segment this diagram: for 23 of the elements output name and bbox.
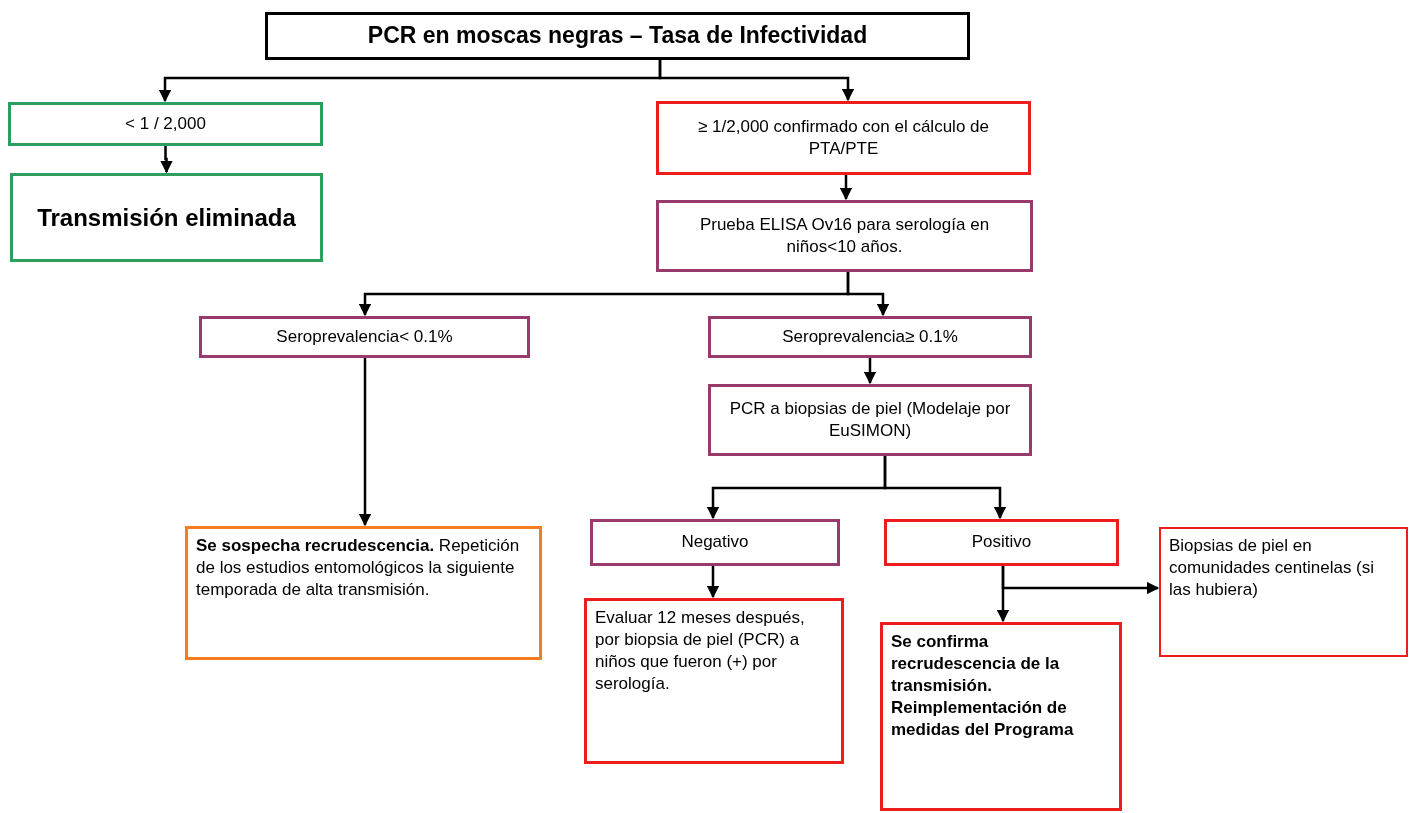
outcome-box: Transmisión eliminada: [10, 173, 323, 262]
condition-box: < 1 / 2,000: [8, 102, 323, 146]
result-box: Positivo: [884, 519, 1119, 566]
outcome-box: Se confirma recrudescencia de la transmisión. Reimplementación de medidas del Programa: [880, 622, 1122, 811]
condition-box: Seroprevalencia< 0.1%: [199, 316, 530, 358]
process-box: PCR a biopsias de piel (Modelaje por EuSIMON): [708, 384, 1032, 456]
note-box: Biopsias de piel en comunidades centinelas (si las hubiera): [1159, 527, 1408, 657]
result-box: Negativo: [590, 519, 840, 566]
arrow: [160, 146, 173, 174]
arrow: [658, 60, 855, 102]
condition-box: ≥ 1/2,000 confirmado con el cálculo de PTA/PTE: [656, 101, 1031, 175]
arrow: [706, 566, 720, 599]
arrow: [883, 456, 1007, 520]
arrow: [846, 272, 890, 317]
arrow: [358, 358, 372, 527]
process-box: Prueba ELISA Ov16 para serología en niños<10 años.: [656, 200, 1033, 272]
outcome-box: Evaluar 12 meses después, por biopsia de piel (PCR) a niños que fueron (+) por serología.: [584, 598, 844, 764]
arrow: [1001, 566, 1160, 595]
condition-box: Seroprevalencia≥ 0.1%: [708, 316, 1032, 358]
title-box: PCR en moscas negras – Tasa de Infectividad: [265, 12, 970, 60]
arrow: [839, 175, 853, 201]
outcome-box: Se sospecha recrudescencia. Repetición de los estudios entomológicos la siguiente temporada de alta transmisión.: [185, 526, 542, 660]
arrow: [863, 358, 877, 385]
